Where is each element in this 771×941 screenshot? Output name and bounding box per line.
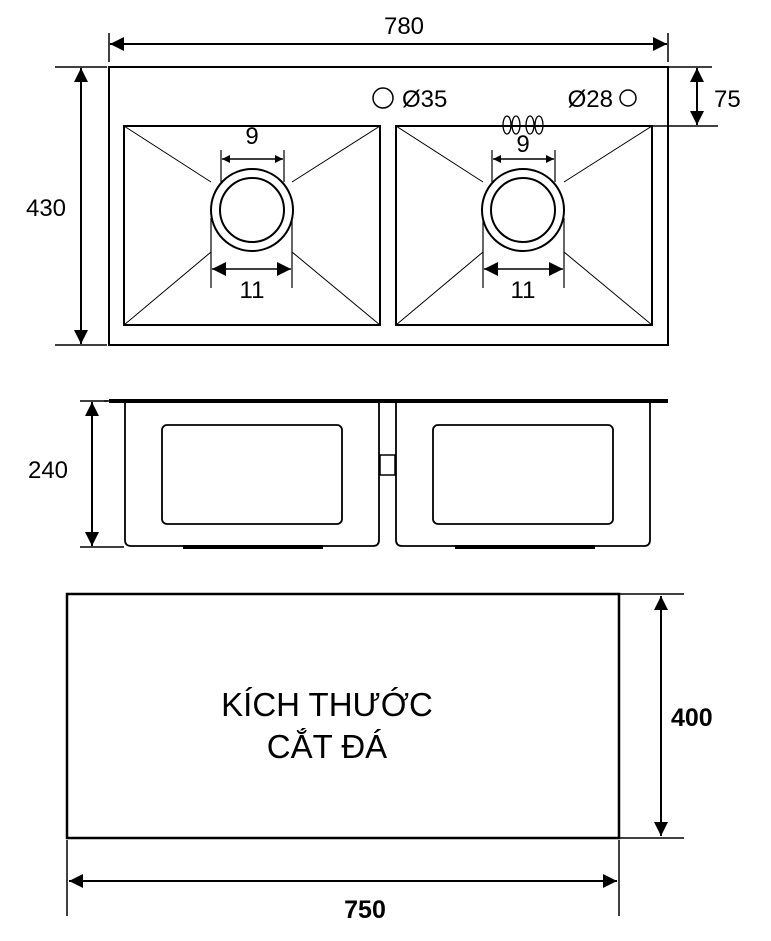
right-drain-inner [490, 177, 556, 243]
top-offset-label: 75 [714, 86, 741, 113]
right-bowl-base [455, 545, 595, 549]
right-drain-outer [481, 168, 565, 252]
top-height-label: 430 [26, 195, 66, 222]
right-drain-top-label: 9 [516, 131, 529, 158]
top-width-label: 780 [384, 13, 424, 40]
cutout-title-line1: KÍCH THƯỚC [221, 686, 433, 723]
faucet-hole-left [372, 87, 394, 109]
bowl-connector [379, 454, 396, 476]
cutout-outline [65, 592, 621, 840]
cutout-title-line2: CẮT ĐÁ [267, 728, 387, 765]
right-hole-label: Ø28 [568, 86, 613, 113]
faucet-hole-right [619, 89, 637, 107]
right-bowl-top: 9 11 [395, 125, 653, 326]
left-drain-outer [210, 168, 294, 252]
cutout-view: KÍCH THƯỚC CẮT ĐÁ 400 750 [65, 592, 713, 924]
right-bowl-label-plate [432, 424, 614, 525]
cutout-width-label: 750 [344, 896, 386, 924]
side-view: 240 [28, 399, 668, 549]
cutout-height-label: 400 [671, 704, 713, 732]
top-height-dimension: 430 [26, 66, 107, 346]
left-bowl-base [183, 545, 323, 549]
left-drain-bottom-label: 11 [240, 277, 265, 304]
left-drain-top-label: 9 [245, 123, 258, 150]
top-offset-dimension: 75 [651, 66, 741, 127]
top-width-dimension: 780 [108, 13, 669, 62]
cutout-width-dimension: 750 [66, 840, 620, 924]
side-depth-dimension: 240 [28, 400, 124, 548]
cutout-height-dimension: 400 [620, 593, 713, 839]
top-view: 780 430 75 Ø35 Ø28 [26, 13, 741, 346]
left-drain-inner [219, 177, 285, 243]
left-bowl-top: 9 11 [123, 123, 381, 326]
sink-flange [109, 399, 668, 403]
left-hole-label: Ø35 [402, 86, 447, 113]
side-depth-label: 240 [28, 457, 68, 484]
sink-top-outline [108, 66, 669, 346]
right-drain-bottom-label: 11 [511, 277, 536, 304]
left-bowl-label-plate [161, 424, 343, 525]
